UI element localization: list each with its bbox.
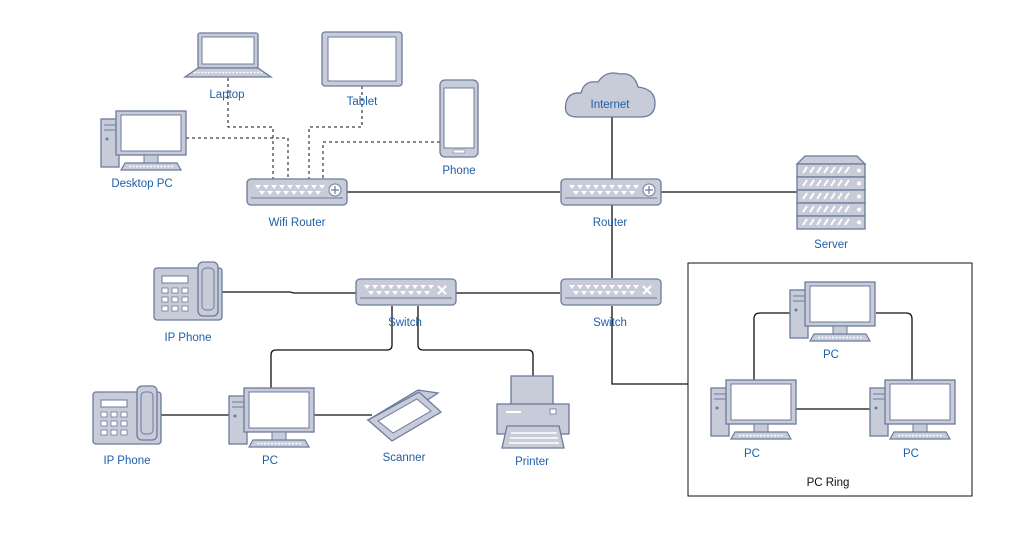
pc-node[interactable]: PC (228, 387, 315, 467)
scanner-label: Scanner (383, 452, 426, 464)
ip-phone-2-label: IP Phone (103, 455, 150, 467)
link-laptop-wifi (227, 78, 274, 180)
ip-phone-2-node[interactable]: IP Phone (92, 385, 162, 467)
connections (160, 78, 913, 416)
pc-icon (228, 387, 315, 448)
link-ipphone-switch (222, 291, 356, 294)
router-node[interactable]: Router (560, 178, 662, 229)
ring-pc-right-label: PC (903, 448, 919, 460)
pc-ring-group (687, 262, 973, 497)
ring-pc-right-node[interactable]: PC (869, 379, 956, 460)
phone-label: Phone (442, 165, 475, 177)
pc-ring-label: PC Ring (807, 477, 850, 489)
server-icon (795, 155, 867, 230)
server-label: Server (814, 239, 848, 251)
tablet-label: Tablet (347, 96, 378, 108)
laptop-label: Laptop (209, 89, 244, 101)
pc-icon (710, 379, 797, 440)
link-switch-printer (417, 306, 534, 376)
router-icon (560, 178, 662, 206)
switch-2-label: Switch (593, 317, 627, 329)
ring-pc-left-node[interactable]: PC (710, 379, 797, 460)
switch-icon (560, 278, 662, 306)
desktop-pc-node[interactable]: Desktop PC (100, 110, 187, 190)
link-ring-top-left (753, 312, 790, 382)
link-ring-top-right (876, 312, 913, 380)
switch-1-node[interactable]: Switch (355, 278, 457, 329)
printer-icon (496, 375, 570, 449)
desktop-pc-label: Desktop PC (111, 178, 172, 190)
link-desktop-wifi (186, 137, 289, 180)
ring-pc-top-node[interactable]: PC (789, 281, 876, 361)
ip-phone-1-node[interactable]: IP Phone (153, 261, 223, 344)
wifi-router-icon (246, 178, 348, 206)
pc-icon (869, 379, 956, 440)
pc-icon (789, 281, 876, 342)
switch-2-node[interactable]: Switch (560, 278, 662, 329)
ring-pc-left-label: PC (744, 448, 760, 460)
printer-label: Printer (515, 456, 549, 468)
ip-phone-icon (92, 385, 162, 445)
cloud-icon (564, 72, 656, 118)
switch-1-label: Switch (388, 317, 422, 329)
ip-phone-1-label: IP Phone (164, 332, 211, 344)
pc-label: PC (262, 455, 278, 467)
tablet-node[interactable]: Tablet (321, 31, 403, 108)
phone-node[interactable]: Phone (439, 79, 479, 177)
wifi-router-node[interactable]: Wifi Router (246, 178, 348, 229)
ip-phone-icon (153, 261, 223, 321)
router-label: Router (593, 217, 628, 229)
laptop-node[interactable]: Laptop (182, 32, 274, 101)
link-tablet-wifi (308, 86, 363, 180)
smartphone-icon (439, 79, 479, 158)
wifi-router-label: Wifi Router (269, 217, 326, 229)
switch-icon (355, 278, 457, 306)
link-switch-pc (270, 306, 393, 388)
link-phone-wifi (322, 141, 440, 180)
internet-label: Internet (591, 99, 631, 111)
internet-node[interactable]: Internet (564, 72, 656, 118)
desktop-pc-icon (100, 110, 187, 171)
laptop-icon (182, 32, 274, 78)
link-switch-ring (611, 306, 688, 385)
tablet-icon (321, 31, 403, 87)
scanner-icon (366, 389, 443, 442)
server-node[interactable]: Server (795, 155, 867, 251)
printer-node[interactable]: Printer (496, 375, 570, 468)
ring-pc-top-label: PC (823, 349, 839, 361)
scanner-node[interactable]: Scanner (366, 389, 443, 464)
